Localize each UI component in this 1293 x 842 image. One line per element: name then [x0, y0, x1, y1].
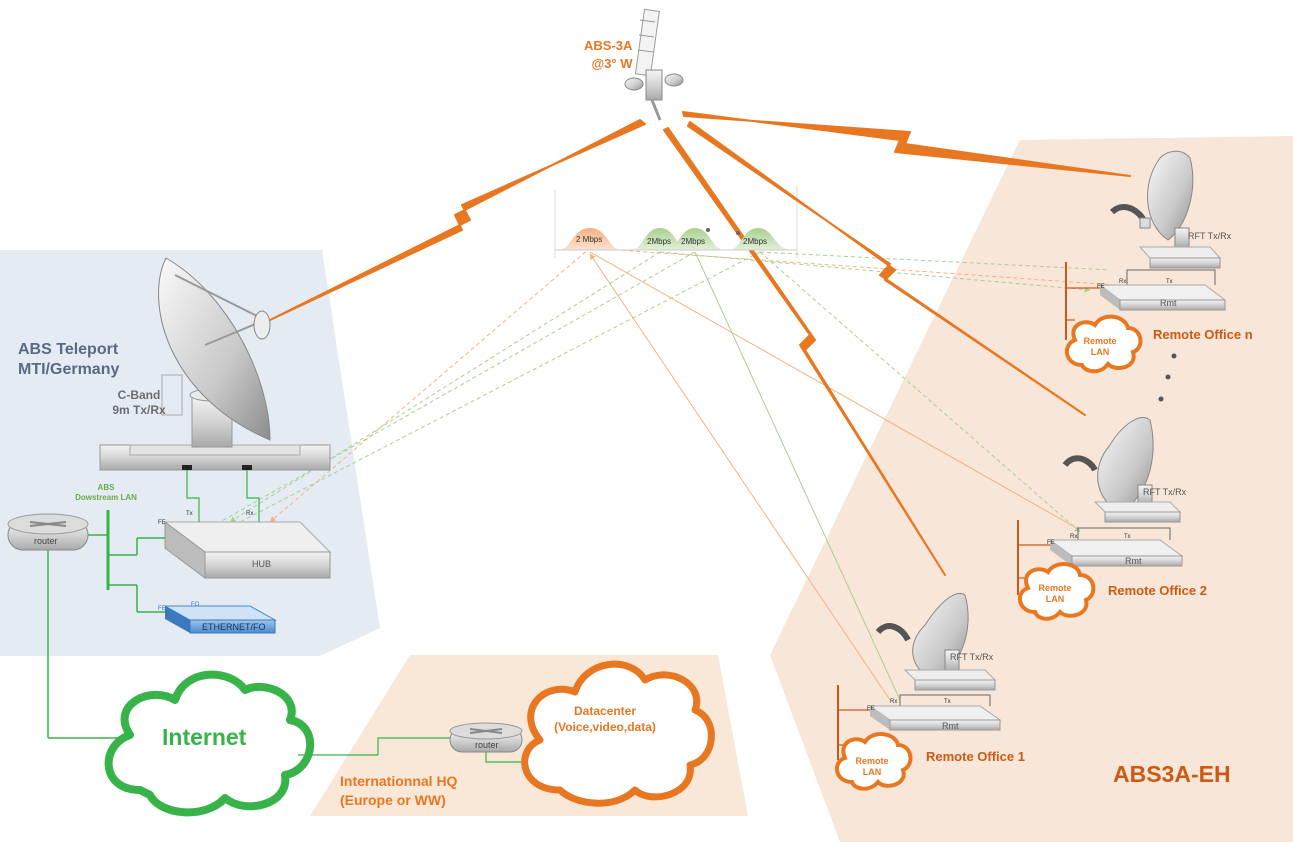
- remote-1-port-tx: Tx: [944, 699, 951, 705]
- signal-lines: [219, 247, 1116, 701]
- hq-title: Internationnal HQ (Europe or WW): [340, 773, 458, 808]
- remote-n-lan: Remote LAN: [1083, 336, 1117, 357]
- continuation-dots: [1158, 353, 1177, 402]
- carrier-green-2: [665, 228, 725, 250]
- teleport-title: ABS Teleport MTI/Germany: [18, 341, 120, 378]
- ethernet-fo-box: [163, 605, 277, 634]
- teleport-antenna: [99, 257, 331, 471]
- coverage-label: ABS3A-EH: [1113, 761, 1231, 787]
- carrier-label-2: 2Mbps: [647, 237, 672, 246]
- datacenter-cloud: [521, 660, 715, 807]
- downstream-lan-label: ABS Dowstream LAN: [75, 483, 137, 502]
- remote-2-lan: Remote LAN: [1038, 583, 1072, 604]
- teleport-router: [7, 513, 89, 551]
- remote-n-modem: Rmt: [1160, 298, 1177, 308]
- remote-n-name: Remote Office n: [1153, 327, 1253, 342]
- satellite-links: [269, 111, 1131, 576]
- datacenter-label: Datacenter (Voice,video,data): [554, 704, 656, 734]
- remote-n-rft: RFT Tx/Rx: [1188, 231, 1232, 241]
- remote-1-name: Remote Office 1: [926, 749, 1025, 764]
- teleport-lan-cables: [47, 510, 165, 739]
- remote-1-lan: Remote LAN: [855, 756, 889, 777]
- carrier-green-3: [728, 228, 792, 250]
- internet-cloud: [104, 670, 315, 817]
- hub-port-tx: Tx: [186, 511, 193, 517]
- satellite: [624, 8, 684, 121]
- carriers: [555, 228, 797, 251]
- remote-2-port-rx: Rx: [1070, 534, 1078, 540]
- ethernet-fo-label: ETHERNET/FO: [202, 622, 266, 632]
- eth-port-fo: FO: [191, 602, 200, 608]
- hub-cables: [186, 470, 260, 522]
- remote-2-port-fe: FE: [1047, 540, 1055, 546]
- teleport-router-label: router: [34, 536, 58, 546]
- internet-label: Internet: [162, 724, 247, 750]
- hub-port-rx: Rx: [246, 511, 254, 517]
- remote-n-port-tx: Tx: [1166, 279, 1173, 285]
- hub-box: [163, 521, 332, 579]
- remote-site-n: [1065, 150, 1227, 374]
- remote-1-rft: RFT Tx/Rx: [950, 652, 994, 662]
- remote-n-port-rx: Rx: [1119, 279, 1127, 285]
- hq-router-label: router: [475, 740, 499, 750]
- remote-2-name: Remote Office 2: [1108, 583, 1207, 598]
- hq-router: [449, 722, 523, 753]
- remote-1-port-fe: FE: [867, 706, 875, 712]
- carrier-label-4: 2Mbps: [743, 237, 768, 246]
- satellite-name: ABS-3A: [584, 38, 633, 53]
- eth-port-fe: FE: [158, 606, 166, 612]
- carrier-green-1: [630, 228, 690, 250]
- remote-1-port-rx: Rx: [890, 699, 898, 705]
- hub-label: HUB: [252, 559, 272, 569]
- remote-site-2: [1017, 417, 1184, 621]
- remote-1-modem: Rmt: [942, 721, 959, 731]
- teleport-antenna-label: C-Band 9m Tx/Rx: [112, 388, 166, 417]
- carrier-orange: [558, 228, 622, 250]
- carrier-label-3: 2Mbps: [681, 237, 706, 246]
- satellite-position: @3° W: [591, 56, 633, 71]
- remote-site-1: [835, 592, 1002, 791]
- remote-n-port-fe: FE: [1097, 284, 1105, 290]
- remote-2-rft: RFT Tx/Rx: [1143, 487, 1187, 497]
- remote-2-port-tx: Tx: [1124, 534, 1131, 540]
- remote-2-modem: Rmt: [1125, 556, 1142, 566]
- carrier-label-1: 2 Mbps: [576, 235, 603, 244]
- hub-port-fe: FE: [158, 520, 166, 526]
